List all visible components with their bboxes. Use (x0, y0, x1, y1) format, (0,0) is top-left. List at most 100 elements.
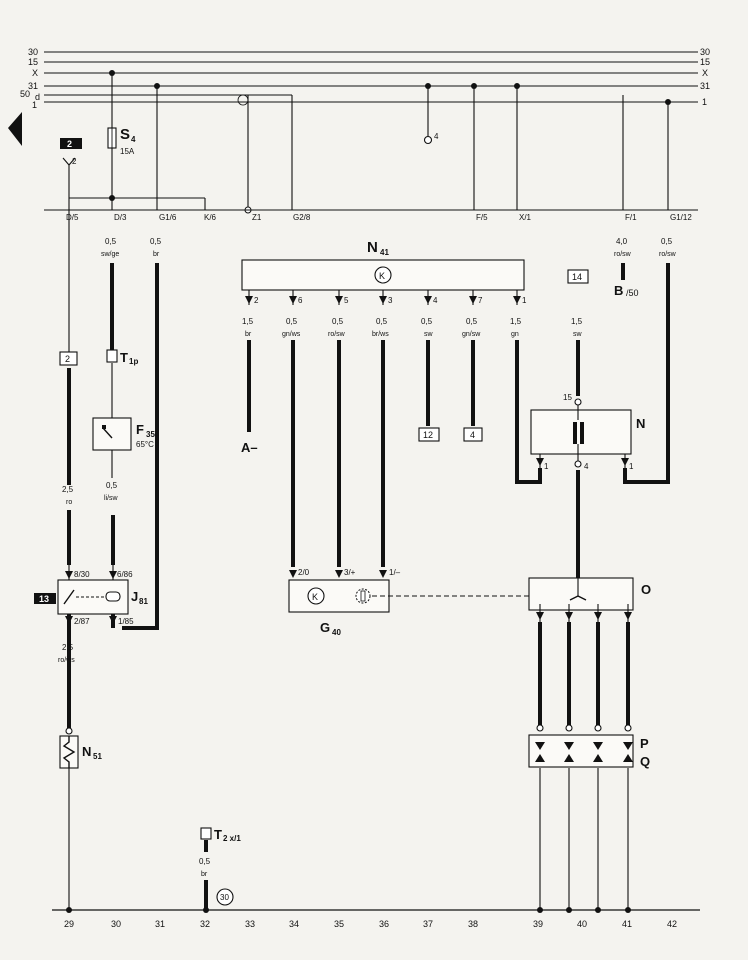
svg-text:O: O (641, 582, 651, 597)
col-42: 42 (667, 919, 677, 929)
col-33: 33 (245, 919, 255, 929)
svg-text:gn: gn (511, 331, 519, 338)
svg-text:0,5: 0,5 (421, 317, 433, 326)
ignition-coil-n: 15 N 1 4 1 (530, 393, 645, 471)
svg-text:1/85: 1/85 (118, 617, 134, 626)
bus-labels-right: 30 15 X 31 1 (700, 47, 710, 107)
svg-text:1: 1 (522, 296, 527, 305)
wire-ro-size: 2,5 (62, 485, 74, 494)
box-ref-12: 12 (418, 427, 440, 442)
svg-text:15: 15 (563, 393, 572, 402)
box-ref-4: 4 (463, 427, 483, 442)
thermo-switch-f35: F 35 65°C (92, 417, 155, 451)
conn-z1: Z1 (252, 213, 262, 222)
svg-text:14: 14 (572, 272, 582, 282)
bus-junction-dots (109, 70, 671, 201)
svg-text:8/30: 8/30 (74, 570, 90, 579)
svg-text:ro/sw: ro/sw (614, 251, 632, 258)
col-36: 36 (379, 919, 389, 929)
svg-text:br/ws: br/ws (372, 331, 389, 338)
conn-k6: K/6 (204, 213, 217, 222)
svg-text:1p: 1p (129, 357, 138, 366)
col-30: 30 (111, 919, 121, 929)
svg-text:40: 40 (332, 628, 341, 637)
box-ref-14: 14 (567, 269, 589, 284)
svg-text:6/86: 6/86 (117, 570, 133, 579)
svg-text:N: N (82, 744, 91, 759)
svg-text:6: 6 (298, 296, 303, 305)
y2-label: 2 (72, 157, 77, 166)
connector-t1p: T 1p (106, 349, 138, 366)
svg-text:T: T (120, 350, 128, 365)
svg-text:br: br (153, 251, 160, 258)
bus-label-x-right: X (702, 68, 708, 78)
bus-label-1-right: 1 (702, 97, 707, 107)
wire-f35-color: li/sw (104, 495, 119, 502)
connector-t2: T 2 x/1 0,5 br 30 (199, 827, 241, 906)
heater-n51: N 51 (59, 727, 102, 769)
b50-label: B /50 (614, 283, 639, 298)
svg-text:K: K (379, 271, 385, 281)
col-40: 40 (577, 919, 587, 929)
svg-text:3/+: 3/+ (344, 568, 356, 577)
svg-text:5: 5 (344, 296, 349, 305)
svg-text:51: 51 (93, 752, 102, 761)
ground-junction-dots (66, 907, 631, 913)
svg-text:15A: 15A (120, 147, 135, 156)
wire-j81-out-color: ro/ws (58, 657, 75, 664)
relay-marker-13: 13 (34, 593, 56, 604)
svg-text:K: K (312, 592, 318, 602)
wire-ro-color: ro (66, 499, 72, 506)
n41-pin-labels: 2 6 5 3 4 7 1 1,5 0,5 0,5 0,5 0,5 0,5 1,… (242, 296, 527, 338)
wire-j81-out-size: 2,5 (62, 643, 74, 652)
svg-text:1/–: 1/– (389, 568, 401, 577)
thick-wires (67, 263, 670, 908)
wire-n-color: sw (573, 331, 583, 338)
distributor-o: O (528, 577, 651, 622)
relay-j81: J 81 8/30 6/86 2/87 1/85 (57, 565, 148, 670)
svg-text:0,5: 0,5 (466, 317, 478, 326)
fuse-s4: S 4 15A (107, 126, 136, 156)
bus-label-1-left: 1 (32, 100, 37, 110)
conn-g16: G1/6 (159, 213, 177, 222)
svg-text:4: 4 (584, 462, 589, 471)
svg-text:br: br (201, 871, 208, 878)
conn-f5: F/5 (476, 213, 488, 222)
svg-text:81: 81 (139, 597, 148, 606)
svg-text:35: 35 (146, 430, 155, 439)
node-4-label: 4 (434, 132, 439, 141)
wire-f35-size: 0,5 (106, 481, 118, 490)
bus-label-31-left: 31 (28, 81, 38, 91)
svg-text:7: 7 (478, 296, 483, 305)
svg-text:N: N (636, 416, 645, 431)
svg-text:2: 2 (254, 296, 259, 305)
bus-label-50-left: 50 (20, 89, 30, 99)
bus-label-30-right: 30 (700, 47, 710, 57)
svg-text:ro/sw: ro/sw (659, 251, 677, 258)
col-31: 31 (155, 919, 165, 929)
conn-f1: F/1 (625, 213, 637, 222)
svg-text:0,5: 0,5 (376, 317, 388, 326)
col-39: 39 (533, 919, 543, 929)
thin-wires (68, 210, 629, 908)
col-29: 29 (64, 919, 74, 929)
svg-text:1: 1 (629, 462, 634, 471)
svg-text:0,5: 0,5 (286, 317, 298, 326)
col-41: 41 (622, 919, 632, 929)
svg-text:0,5: 0,5 (661, 237, 673, 246)
svg-text:30: 30 (220, 893, 229, 902)
svg-text:1: 1 (544, 462, 549, 471)
page-arrow-icon (8, 112, 22, 146)
svg-text:2 x/1: 2 x/1 (223, 834, 241, 843)
bus-label-30-left: 30 (28, 47, 38, 57)
svg-text:Q: Q (640, 754, 650, 769)
conn-g112: G1/12 (670, 213, 692, 222)
svg-text:0,5: 0,5 (105, 237, 117, 246)
svg-text:2/87: 2/87 (74, 617, 90, 626)
svg-text:65°C: 65°C (136, 440, 154, 449)
svg-text:13: 13 (39, 594, 49, 604)
conn-d5: D/5 (66, 213, 79, 222)
bus-lines (44, 51, 698, 103)
col-32: 32 (200, 919, 210, 929)
